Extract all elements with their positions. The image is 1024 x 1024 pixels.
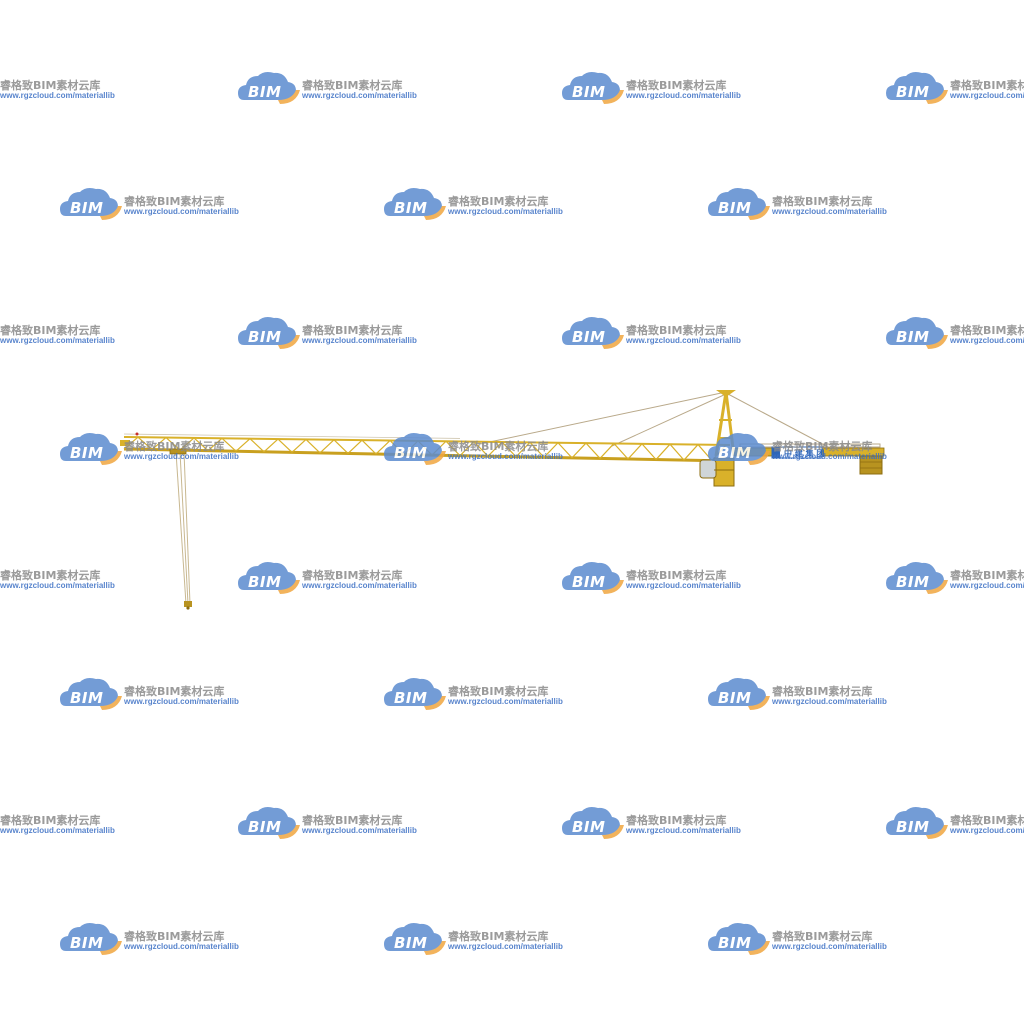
hook-block <box>184 601 192 610</box>
jib-diagonal <box>669 443 685 461</box>
jib-diagonal <box>683 444 699 461</box>
jib-diagonal <box>207 437 223 452</box>
jib-diagonal <box>445 440 461 457</box>
jib-diagonal <box>403 440 419 455</box>
jib-diagonal <box>459 441 475 457</box>
jib-diagonal <box>473 441 489 457</box>
tie-lines <box>479 391 831 449</box>
jib-diagonal <box>151 437 167 451</box>
counterweight <box>859 455 883 475</box>
jib-diagonal <box>179 437 195 451</box>
trolley <box>169 448 187 455</box>
jib-diagonal <box>277 438 293 453</box>
jib-diagonal <box>347 439 363 454</box>
jib-diagonal <box>137 436 153 451</box>
tower-head <box>714 390 736 457</box>
jib-diagonal <box>263 438 279 453</box>
jib-diagonal <box>249 438 265 453</box>
counter-jib <box>733 443 885 459</box>
jib-diagonal <box>599 443 615 459</box>
jib-diagonal <box>389 440 405 455</box>
jib-diagonal <box>543 442 559 458</box>
jib-diagonal <box>305 438 321 454</box>
jib-diagonal <box>361 439 377 455</box>
boom-sign-text: 中 建 集 团 <box>784 448 824 458</box>
jib-diagonal <box>613 443 629 460</box>
jib-diagonal <box>641 443 657 460</box>
jib-diagonal <box>515 441 531 458</box>
jib-diagonal <box>291 438 307 453</box>
jib-diagonal <box>431 440 447 456</box>
jib-diagonal <box>235 438 251 452</box>
jib-diagonal <box>557 442 573 459</box>
hoist-cables <box>175 451 191 605</box>
jib-lattice <box>123 433 731 463</box>
jib-diagonal <box>193 437 209 452</box>
jib-diagonal <box>655 443 671 460</box>
jib-diagonal <box>333 439 349 454</box>
jib-diagonal <box>571 442 587 459</box>
jib-diagonal <box>221 437 237 452</box>
jib-diagonal <box>165 437 181 451</box>
jib-diagonal <box>375 440 391 455</box>
jib-diagonal <box>417 440 433 456</box>
jib-diagonal <box>319 439 335 454</box>
jib-diagonal <box>123 436 139 450</box>
jib-diagonal <box>487 441 503 457</box>
jib-diagonal <box>529 441 545 458</box>
jib-tip <box>120 432 139 446</box>
jib-diagonal <box>585 442 601 459</box>
slewing-unit <box>699 457 735 487</box>
jib-diagonal <box>697 444 713 462</box>
jib-diagonal <box>501 441 517 458</box>
jib-diagonal <box>627 443 643 460</box>
